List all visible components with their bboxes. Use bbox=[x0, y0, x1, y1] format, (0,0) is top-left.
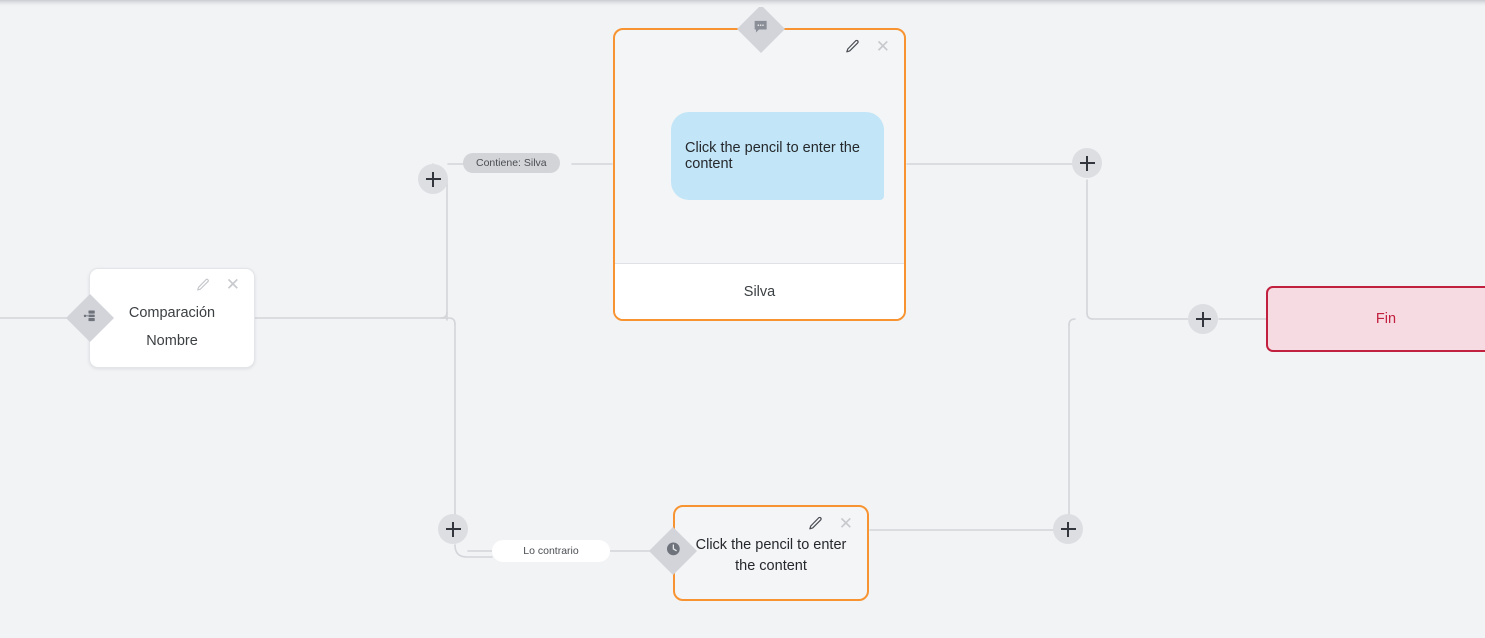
node-comparison-subtitle: Nombre bbox=[146, 333, 198, 349]
node-comparison[interactable]: ✕ Comparación Nombre bbox=[89, 268, 255, 368]
pencil-icon[interactable] bbox=[845, 39, 860, 54]
node-message-otherwise-text: Click the pencil to enter the content bbox=[695, 537, 847, 574]
node-message-otherwise[interactable]: ✕ Click the pencil to enter the content bbox=[673, 505, 869, 601]
node-message-silva-handle[interactable] bbox=[736, 4, 786, 54]
add-step-button-after-silva[interactable] bbox=[1072, 148, 1102, 178]
edge-label-branch-true-text: Contiene: Silva bbox=[476, 157, 547, 169]
node-message-silva-footer-label: Silva bbox=[743, 283, 776, 300]
node-end[interactable]: Fin bbox=[1266, 286, 1485, 352]
edge-label-branch-false[interactable]: Lo contrario bbox=[492, 540, 610, 562]
node-end-label: Fin bbox=[1375, 311, 1397, 327]
node-message-silva-bubble: Click the pencil to enter the content bbox=[671, 112, 884, 200]
close-icon[interactable]: ✕ bbox=[838, 514, 853, 533]
add-step-button-after-otherwise[interactable] bbox=[1053, 514, 1083, 544]
node-message-silva-footer: Silva bbox=[615, 263, 904, 319]
node-comparison-title: Comparación bbox=[128, 305, 216, 321]
node-message-silva-bubble-text: Click the pencil to enter the content bbox=[685, 139, 860, 173]
node-comparison-text: Comparación Nombre bbox=[90, 299, 254, 355]
branch-icon bbox=[83, 308, 98, 328]
pencil-icon[interactable] bbox=[196, 278, 210, 292]
node-comparison-handle[interactable] bbox=[65, 293, 115, 343]
node-comparison-actions: ✕ bbox=[196, 276, 240, 293]
add-step-button-branch-false[interactable] bbox=[438, 514, 468, 544]
close-icon[interactable]: ✕ bbox=[225, 275, 240, 294]
pencil-icon[interactable] bbox=[808, 516, 823, 531]
edge-label-branch-true[interactable]: Contiene: Silva bbox=[463, 153, 560, 173]
edge-label-branch-false-text: Lo contrario bbox=[523, 545, 579, 557]
add-step-button-before-end[interactable] bbox=[1188, 304, 1218, 334]
close-icon[interactable]: ✕ bbox=[875, 37, 890, 56]
clock-icon bbox=[665, 540, 682, 562]
node-message-otherwise-actions: ✕ bbox=[808, 515, 853, 532]
node-message-otherwise-handle[interactable] bbox=[648, 526, 698, 576]
node-message-silva-actions: ✕ bbox=[845, 38, 890, 55]
add-step-button-branch-true[interactable] bbox=[418, 164, 448, 194]
node-message-silva[interactable]: ✕ Click the pencil to enter the content … bbox=[613, 28, 906, 321]
chat-bubble-icon bbox=[753, 19, 769, 40]
